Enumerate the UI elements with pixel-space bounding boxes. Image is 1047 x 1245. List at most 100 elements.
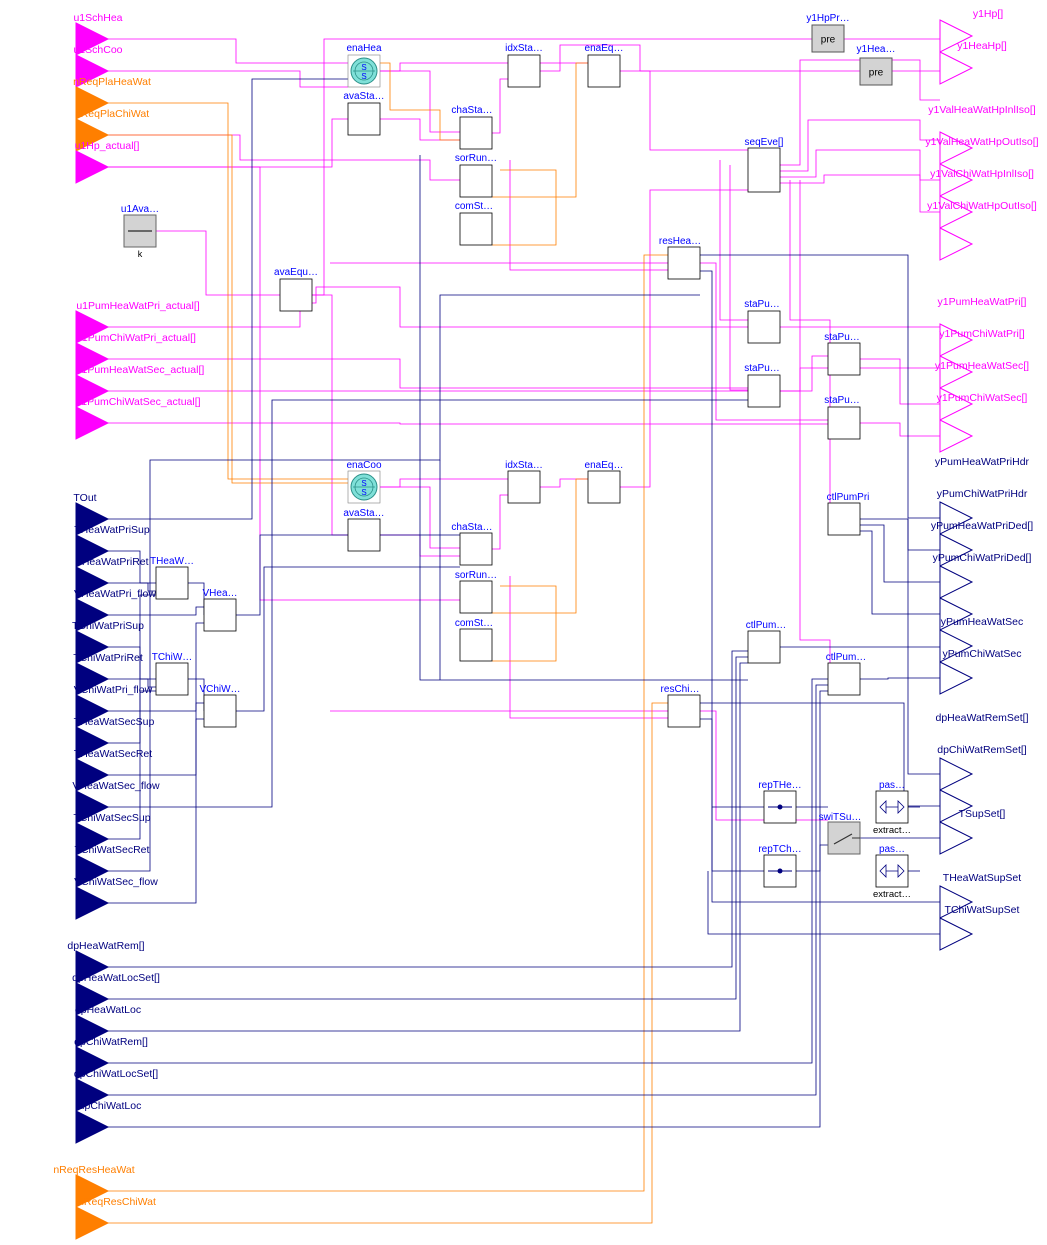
block-label: pas… bbox=[879, 844, 905, 855]
input-label: u1PumChiWatPri_actual[] bbox=[76, 332, 196, 344]
wire bbox=[156, 230, 280, 296]
block-idxsta[interactable]: idxSta… bbox=[505, 460, 543, 504]
block-vhea[interactable]: VHea… bbox=[202, 588, 238, 632]
output-triangle-icon bbox=[939, 789, 974, 823]
wire bbox=[707, 871, 940, 935]
input-tout: TOut bbox=[73, 492, 110, 536]
block-label: enaEq… bbox=[585, 460, 624, 471]
block-stapu[interactable]: staPu… bbox=[744, 363, 781, 408]
block-reshea[interactable]: resHea… bbox=[659, 236, 701, 280]
block-avaequ[interactable]: avaEqu… bbox=[274, 267, 318, 312]
extract-arrows-icon bbox=[879, 864, 905, 878]
input-label: dpHeaWatRem[] bbox=[67, 940, 144, 952]
input-triangle-icon bbox=[75, 1014, 110, 1048]
block-reschi[interactable]: resChi… bbox=[661, 684, 701, 728]
block-y1hppr[interactable]: pre y1HpPr… bbox=[806, 13, 850, 53]
block-label: VChiW… bbox=[199, 684, 240, 695]
input-label: THeaWatPriSup bbox=[74, 524, 150, 536]
output-ypumchiwatprided: yPumChiWatPriDed[] bbox=[933, 552, 1031, 631]
block-stapu[interactable]: staPu… bbox=[824, 332, 861, 376]
block-body bbox=[827, 502, 861, 536]
block-comst[interactable]: comSt… bbox=[455, 618, 493, 662]
block-chasta[interactable]: chaSta… bbox=[451, 105, 493, 150]
block-switsu[interactable]: swiTSu… bbox=[819, 812, 862, 855]
input-label: THeaWatSecSup bbox=[74, 716, 155, 728]
output-dpchiwatremset: dpChiWatRemSet[] bbox=[937, 744, 1027, 823]
input-label: nReqPlaHeaWat bbox=[73, 76, 151, 88]
output-y1pumheawatpri: y1PumHeaWatPri[] bbox=[938, 296, 1027, 357]
state-glyph-icon: S bbox=[361, 488, 366, 497]
output-y1valchiwathpinliso: y1ValChiWatHpInlIso[] bbox=[930, 168, 1034, 229]
block-y1hea[interactable]: prey1Hea… bbox=[857, 44, 896, 86]
output-y1valchiwathpoutiso: y1ValChiWatHpOutIso[] bbox=[927, 200, 1037, 261]
wire bbox=[106, 294, 700, 872]
block-label: comSt… bbox=[455, 201, 493, 212]
input-triangle-icon bbox=[75, 118, 110, 152]
block-stapu[interactable]: staPu… bbox=[744, 299, 781, 344]
wire bbox=[312, 294, 348, 536]
wire bbox=[700, 270, 764, 808]
output-triangle-icon bbox=[939, 565, 974, 599]
wire bbox=[106, 286, 748, 328]
output-triangle-icon bbox=[939, 227, 974, 261]
block-sorrun[interactable]: sorRun… bbox=[455, 153, 497, 198]
block-ctlpum[interactable]: ctlPum… bbox=[746, 620, 787, 664]
block-ctlpum[interactable]: ctlPum… bbox=[826, 652, 867, 696]
input-u1pumheawatpri-actual: u1PumHeaWatPri_actual[] bbox=[75, 300, 200, 344]
output-label: yPumChiWatSec bbox=[943, 648, 1022, 660]
output-ypumheawatprided: yPumHeaWatPriDed[] bbox=[931, 520, 1033, 599]
block-body bbox=[747, 147, 781, 193]
block-inner-label: pre bbox=[821, 35, 836, 46]
output-label: yPumHeaWatSec bbox=[941, 616, 1023, 628]
wire bbox=[729, 165, 748, 391]
output-y1pumchiwatpri: y1PumChiWatPri[] bbox=[939, 328, 1025, 389]
block-sorrun[interactable]: sorRun… bbox=[455, 570, 497, 614]
wire bbox=[860, 524, 940, 583]
input-u1pumheawatsec-actual: u1PumHeaWatSec_actual[] bbox=[75, 364, 204, 408]
block-enaeq[interactable]: enaEq… bbox=[585, 460, 624, 504]
block-stapu[interactable]: staPu… bbox=[824, 395, 861, 440]
block-u1ava[interactable]: ku1Ava… bbox=[121, 204, 159, 259]
block-comst[interactable]: comSt… bbox=[455, 201, 493, 246]
input-dpchiwatloc: dpChiWatLoc bbox=[75, 1100, 141, 1144]
output-label: y1PumChiWatSec[] bbox=[937, 392, 1028, 404]
wire bbox=[719, 160, 748, 321]
block-label: resHea… bbox=[659, 236, 701, 247]
block-pas[interactable]: extract…pas… bbox=[873, 780, 911, 836]
block-tchiw[interactable]: TChiW… bbox=[152, 652, 193, 696]
block-repthe[interactable]: repTHe… bbox=[758, 780, 802, 824]
wire bbox=[700, 254, 940, 519]
block-vchiw[interactable]: VChiW… bbox=[199, 684, 241, 728]
input-u1schcoo: u1SchCoo bbox=[73, 44, 123, 88]
block-label: y1HpPr… bbox=[806, 13, 849, 24]
wire bbox=[312, 38, 812, 296]
input-label: TChiWatPriRet bbox=[73, 652, 143, 664]
block-seqeve[interactable]: seqEve[] bbox=[745, 137, 784, 193]
block-chasta[interactable]: chaSta… bbox=[451, 522, 493, 566]
wire bbox=[860, 358, 940, 405]
block-idxsta[interactable]: idxSta… bbox=[505, 43, 543, 88]
block-avasta[interactable]: avaSta… bbox=[343, 508, 385, 552]
block-avasta[interactable]: avaSta… bbox=[343, 91, 385, 136]
block-enaeq[interactable]: enaEq… bbox=[585, 43, 624, 88]
state-glyph-icon: S bbox=[361, 479, 366, 488]
input-nreqresheawat: nReqResHeaWat bbox=[53, 1164, 135, 1208]
block-reptch[interactable]: repTCh… bbox=[758, 844, 802, 888]
input-dpheawatloc: dpHeaWatLoc bbox=[75, 1004, 141, 1048]
block-ctlpumpri[interactable]: ctlPumPri bbox=[827, 492, 870, 536]
block-body bbox=[203, 694, 237, 728]
input-triangle-icon bbox=[75, 342, 110, 376]
block-pas[interactable]: extract…pas… bbox=[873, 844, 911, 900]
input-triangle-icon bbox=[75, 374, 110, 408]
input-triangle-icon bbox=[75, 886, 110, 920]
output-label: TSupSet[] bbox=[959, 808, 1006, 820]
output-label: yPumChiWatPriHdr bbox=[937, 488, 1028, 500]
block-theaw[interactable]: THeaW… bbox=[150, 556, 194, 600]
block-sublabel: k bbox=[138, 249, 143, 259]
block-label: resChi… bbox=[661, 684, 700, 695]
wire bbox=[106, 134, 348, 484]
wire bbox=[780, 119, 940, 172]
